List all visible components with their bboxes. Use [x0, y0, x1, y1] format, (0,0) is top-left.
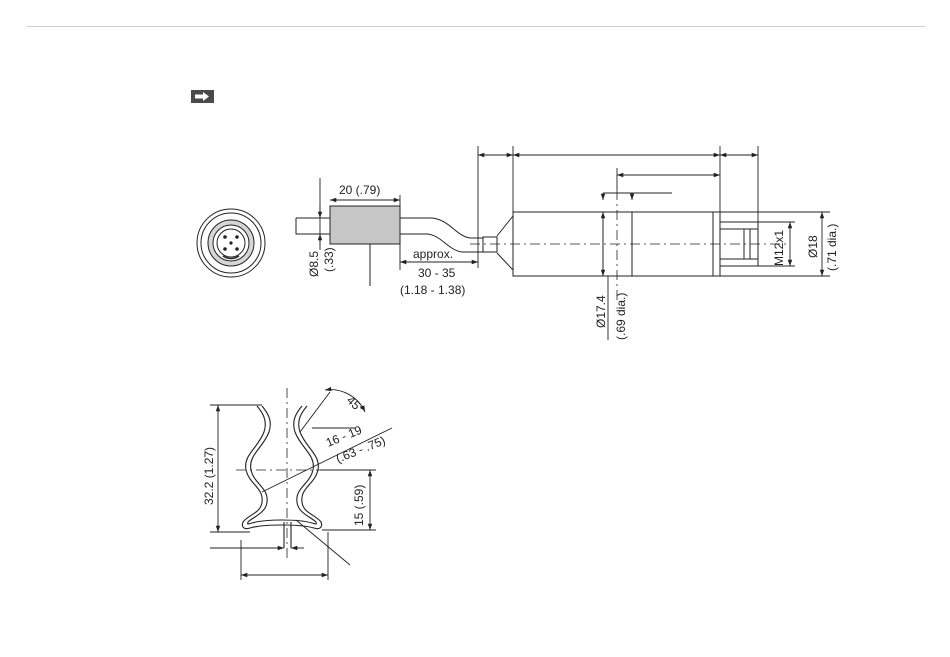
housing-dia-inch-label: (.71 dia.) — [825, 224, 839, 271]
housing-dia-label: Ø18 — [806, 235, 820, 258]
clip-dimensions — [210, 388, 392, 580]
approx-label: approx. — [413, 247, 453, 261]
clip-depth-label: 15 (.59) — [352, 485, 366, 526]
bend-range-label: 30 - 35 — [418, 266, 456, 280]
connector-end-view — [197, 209, 265, 277]
clip-height-label: 32.2 (1.27) — [202, 447, 216, 505]
sensor-housing — [470, 190, 790, 300]
thread-label: M12x1 — [772, 230, 786, 266]
body-dia-inch-label: (.69 dia.) — [614, 293, 628, 340]
cable-dia-label: Ø8.5 — [307, 251, 321, 277]
cable-length-label: 20 (.79) — [339, 183, 380, 197]
cable-dia-inch-label: (.33) — [322, 247, 336, 272]
body-dia-label: Ø17.4 — [594, 295, 608, 328]
mounting-clip — [242, 406, 321, 548]
clip-angle-label: 45° — [344, 393, 367, 416]
bend-range-inch-label: (1.18 - 1.38) — [400, 283, 465, 297]
